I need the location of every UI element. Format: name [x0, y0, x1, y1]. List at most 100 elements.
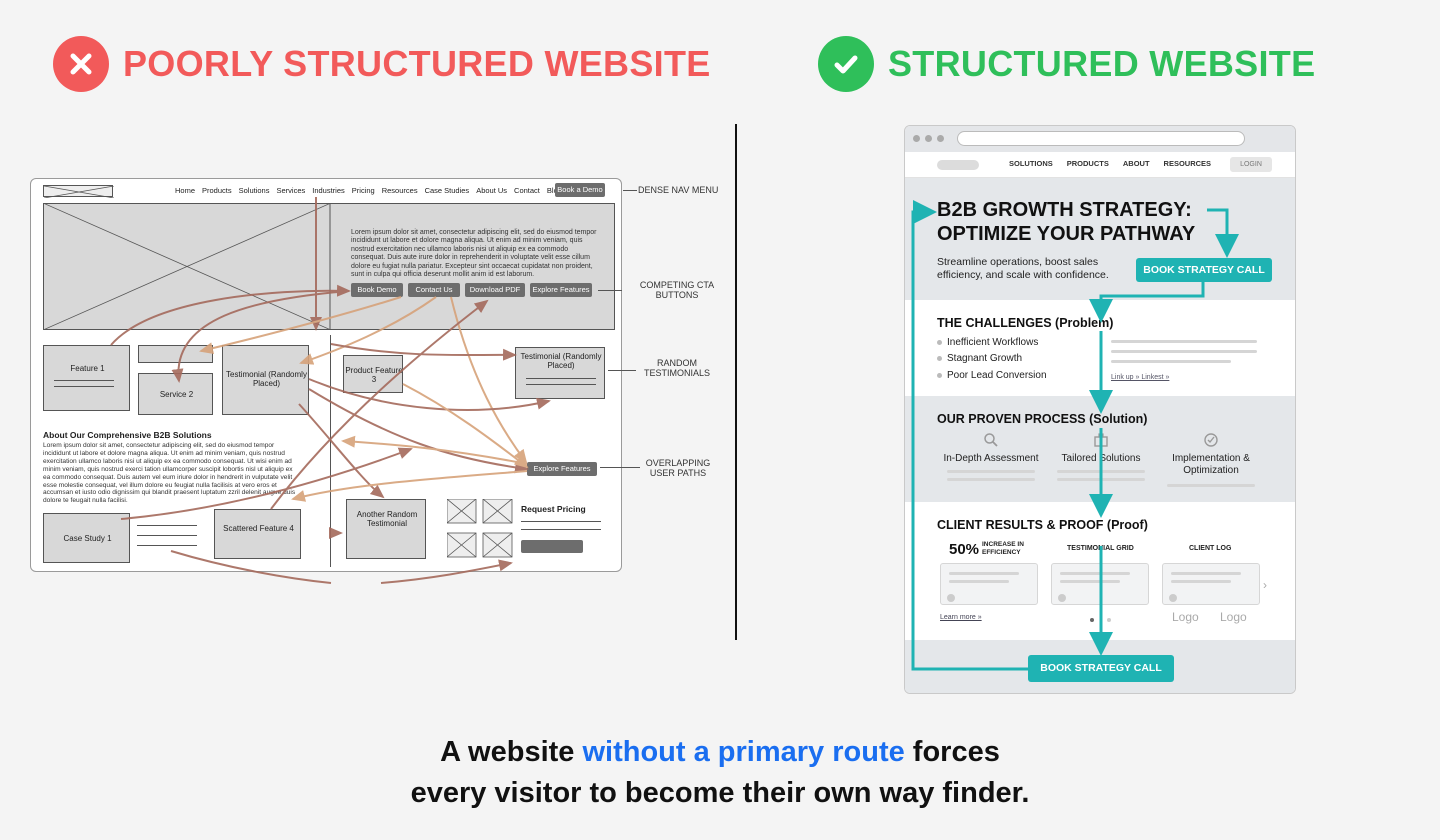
about-title: About Our Comprehensive B2B Solutions: [43, 430, 212, 440]
nav-blog[interactable]: Blog: [547, 186, 562, 195]
stat-value: 50%: [949, 541, 980, 558]
scattered-feature-card: Scattered Feature 4: [214, 509, 301, 559]
hero-title-2: OPTIMIZE YOUR PATHWAY: [937, 223, 1196, 245]
process-step-1: In-Depth Assessment: [943, 453, 1039, 464]
book-demo-button[interactable]: Book Demo: [351, 283, 403, 297]
request-pricing-title: Request Pricing: [521, 504, 586, 514]
hero-sub-1: Streamline operations, boost sales: [937, 256, 1099, 268]
testimonial-random-a: Testimonial (Randomly Placed): [222, 345, 309, 415]
challenge-2: Stagnant Growth: [947, 353, 1023, 364]
hero-section: B2B GROWTH STRATEGY: OPTIMIZE YOUR PATHW…: [905, 178, 1295, 300]
case-study-label: Case Study 1: [63, 534, 112, 543]
testimonial-random-b: Testimonial (Randomly Placed): [515, 347, 605, 399]
nav-about[interactable]: ABOUT: [1122, 159, 1150, 168]
nav-pricing[interactable]: Pricing: [351, 186, 375, 195]
book-demo-nav-button[interactable]: Book a Demo: [555, 183, 605, 197]
explore-features-overlap-button[interactable]: Explore Features: [527, 462, 597, 476]
book-strategy-call-hero-button[interactable]: BOOK STRATEGY CALL: [1136, 258, 1272, 282]
nav-contact[interactable]: Contact: [514, 186, 540, 195]
hero-title-1: B2B GROWTH STRATEGY:: [937, 199, 1192, 221]
center-divider: [735, 124, 737, 640]
download-pdf-button[interactable]: Download PDF: [465, 283, 525, 297]
login-button[interactable]: LOGIN: [1230, 157, 1272, 172]
challenge-links[interactable]: Link up » Linkest »: [1111, 374, 1170, 381]
caption-line-1: A website without a primary route forces: [0, 732, 1440, 773]
nav-case-studies[interactable]: Case Studies: [424, 186, 470, 195]
address-bar[interactable]: [957, 131, 1245, 146]
hero-image-placeholder: [43, 203, 331, 330]
service-2-label: Service 2: [159, 390, 194, 399]
nav-services[interactable]: Services: [276, 186, 306, 195]
annotation-competing-cta: COMPETING CTA BUTTONS: [639, 280, 715, 301]
check-circle-icon: [818, 36, 874, 92]
learn-more-link[interactable]: Learn more »: [940, 614, 982, 621]
nav-resources[interactable]: Resources: [381, 186, 418, 195]
case-study-card: Case Study 1: [43, 513, 130, 563]
process-step-3: Implementation & Optimization: [1172, 453, 1250, 476]
nav-about[interactable]: About Us: [476, 186, 508, 195]
caption-highlight: without a primary route: [582, 736, 905, 768]
stat-label: INCREASE IN EFFICIENCY: [982, 541, 1024, 556]
logo-placeholder: [937, 160, 979, 170]
about-text: Lorem ipsum dolor sit amet, consectetur …: [43, 442, 296, 505]
structured-wireframe: SOLUTIONS PRODUCTS ABOUT RESOURCES LOGIN…: [904, 125, 1296, 694]
poor-wireframe: Home Products Solutions Services Industr…: [30, 178, 622, 584]
book-strategy-call-bottom-button[interactable]: BOOK STRATEGY CALL: [1028, 655, 1174, 682]
annotation-random-testimonials: RANDOM TESTIMONIALS: [643, 358, 710, 379]
caption-part-1: A website: [440, 736, 583, 768]
caption-part-2: forces: [904, 736, 1000, 768]
client-logo-1: Logo: [1172, 610, 1199, 624]
dense-nav-menu: Home Products Solutions Services Industr…: [175, 186, 569, 195]
carousel-dot-active[interactable]: [1090, 618, 1094, 622]
testimonial-card-3: [1162, 563, 1260, 605]
annotation-overlapping-paths: OVERLAPPING USER PATHS: [645, 458, 711, 479]
nav-solutions[interactable]: SOLUTIONS: [1009, 159, 1053, 168]
nav-products[interactable]: PRODUCTS: [1066, 159, 1109, 168]
testimonial-b-label: Testimonial (Randomly Placed): [520, 352, 602, 371]
search-icon: [984, 433, 998, 447]
scattered-label: Scattered Feature 4: [223, 524, 294, 533]
caption-line-2: every visitor to become their own way fi…: [410, 777, 1030, 809]
another-testimonial-label: Another Random Testimonial: [356, 510, 418, 529]
feature-1-card: Feature 1: [43, 345, 130, 411]
hero-block: [43, 203, 615, 330]
chevron-right-icon[interactable]: ›: [1263, 578, 1267, 592]
overlapping-user-paths: [110, 197, 551, 584]
explore-features-button[interactable]: Explore Features: [530, 283, 592, 297]
nav-resources[interactable]: RESOURCES: [1163, 159, 1212, 168]
product-3-label: Product Feature 3: [345, 366, 403, 385]
testimonial-card-1: [940, 563, 1038, 605]
primary-route-path: [911, 200, 1239, 671]
client-log-label: CLIENT LOG: [1189, 545, 1232, 552]
carousel-dot[interactable]: [1107, 618, 1111, 622]
client-logo-2: Logo: [1220, 610, 1247, 624]
nav-solutions[interactable]: Solutions: [238, 186, 270, 195]
poor-title: POORLY STRUCTURED WEBSITE: [123, 43, 711, 84]
structured-header: STRUCTURED WEBSITE: [818, 36, 1315, 92]
another-testimonial-card: Another Random Testimonial: [346, 499, 426, 559]
footer-cta-section: BOOK STRATEGY CALL: [905, 640, 1295, 693]
x-circle-icon: [53, 36, 109, 92]
browser-chrome: [905, 126, 1295, 152]
target-check-icon: [1204, 433, 1218, 447]
proof-title: CLIENT RESULTS & PROOF (Proof): [937, 518, 1148, 532]
product-feature-3-card: Product Feature 3: [343, 355, 403, 393]
hero-text: Lorem ipsum dolor sit amet, consectetur …: [351, 229, 597, 278]
structured-nav: SOLUTIONS PRODUCTS ABOUT RESOURCES LOGIN: [905, 152, 1295, 178]
poor-header: POORLY STRUCTURED WEBSITE: [53, 36, 711, 92]
challenge-3: Poor Lead Conversion: [947, 370, 1047, 381]
contact-us-button[interactable]: Contact Us: [408, 283, 460, 297]
process-title: OUR PROVEN PROCESS (Solution): [937, 412, 1148, 426]
nav-products[interactable]: Products: [202, 186, 232, 195]
testimonial-a-label: Testimonial (Randomly Placed): [226, 370, 307, 389]
annotation-dense-nav: DENSE NAV MENU: [638, 185, 719, 195]
image-grid-placeholders: [447, 499, 513, 558]
request-pricing-button[interactable]: [521, 540, 583, 553]
hero-sub-2: efficiency, and scale with confidence.: [937, 269, 1109, 281]
logo-placeholder: [43, 185, 114, 198]
nav-home[interactable]: Home: [175, 186, 196, 195]
challenges-title: THE CHALLENGES (Problem): [937, 316, 1114, 330]
structured-title: STRUCTURED WEBSITE: [888, 43, 1316, 84]
nav-industries[interactable]: Industries: [312, 186, 345, 195]
